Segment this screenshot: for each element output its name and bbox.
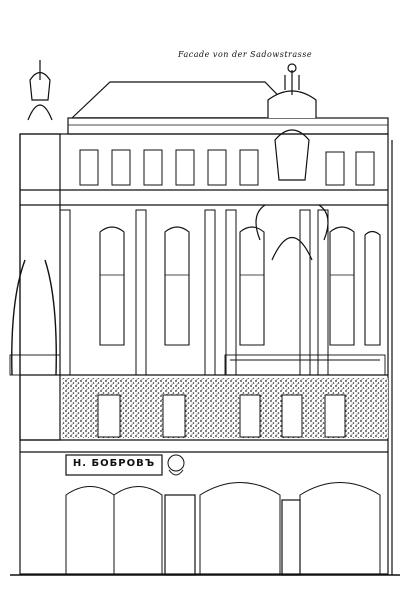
balcony-railing xyxy=(9,354,386,376)
main-windows xyxy=(99,226,381,346)
attic-windows xyxy=(79,149,375,186)
shop-arches xyxy=(65,482,381,575)
side-door xyxy=(281,499,301,576)
central-gable xyxy=(255,63,329,261)
second-floor-windows xyxy=(97,394,346,438)
mascaron xyxy=(167,454,185,476)
facade-outline xyxy=(19,133,389,575)
shop-sign-frame xyxy=(65,454,163,476)
corner-tower xyxy=(11,60,61,441)
roof xyxy=(70,81,302,119)
drawing-caption: Facade von der Sadowstrasse xyxy=(178,50,313,59)
shop-sign-text: Н. БОБРОВЪ xyxy=(72,458,156,469)
entrance-door xyxy=(164,494,196,576)
cornice xyxy=(67,117,389,135)
